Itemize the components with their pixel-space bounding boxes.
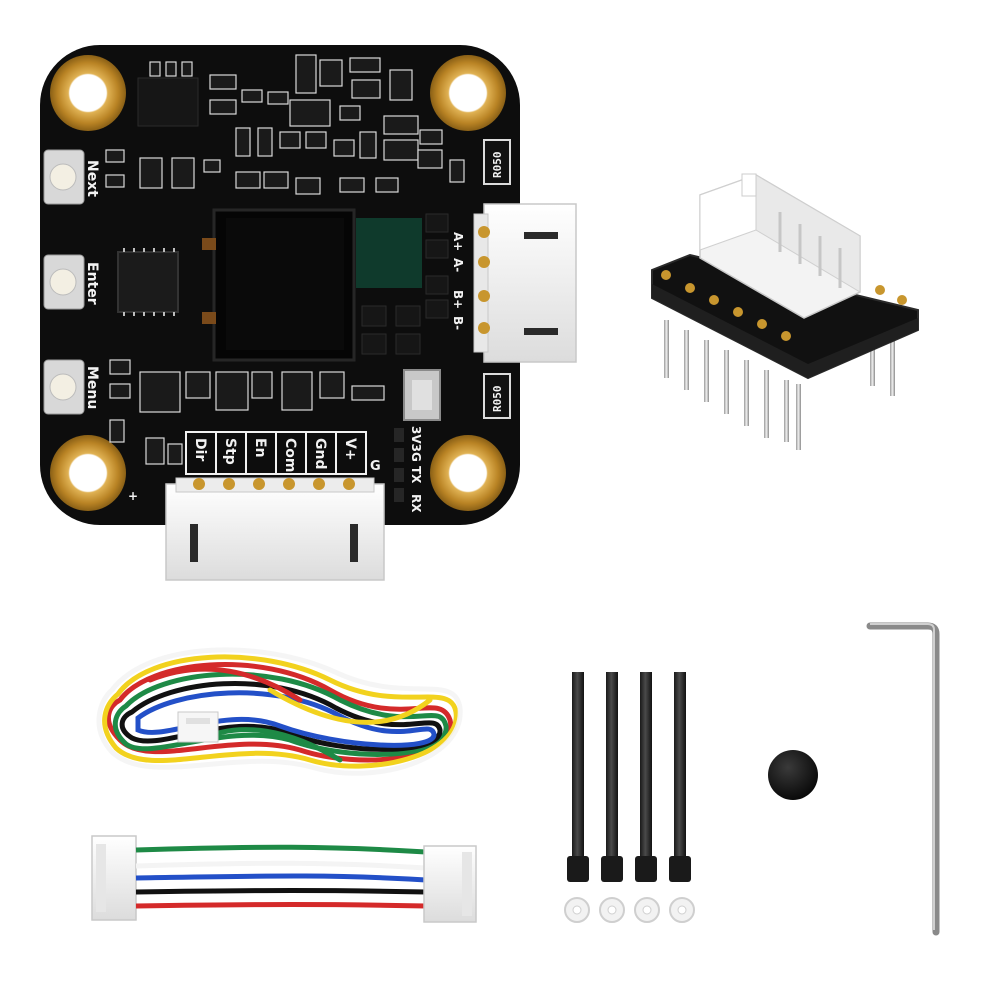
cable-bundle [96,647,463,776]
display-flex-left-bottom [202,312,216,324]
smd-lower-cluster [109,359,385,465]
mounting-hole-bottom-right [430,435,506,511]
uart-label-rx: RX [409,494,423,513]
next-button-label: Next [84,160,100,197]
washers [564,897,695,923]
next-button[interactable] [43,149,85,205]
current-sense-resistor-top [483,139,511,185]
menu-button[interactable] [43,359,85,415]
control-pin-labels [185,431,367,475]
screw-3 [635,672,657,882]
menu-button-label: Menu [84,366,100,409]
mosfet-array [361,213,449,355]
smd-component-cluster [105,54,465,195]
adapter-white-connector [699,173,861,319]
uart-label-tx: TX [409,466,423,484]
control-connector [165,477,385,581]
marking-g: G [370,459,381,474]
stepper-driver-board: R050 A+ A- B+ B- [40,45,577,581]
pin-label-gnd: Gnd [312,438,328,469]
resistor-label-bottom: R050 [491,386,504,413]
uart-label-3v3: 3V3 [409,426,423,452]
pin-label-en: En [252,438,268,458]
current-sense-resistor-bottom [483,373,511,419]
display-flex-left-top [202,238,216,250]
driver-ic [356,218,422,288]
marking-plus: + [128,489,138,503]
screws [567,672,691,882]
microcontroller-chip [117,251,179,313]
uart-label-g: G [409,452,423,462]
adapter-pcb-edge [652,284,918,378]
hex-key [866,622,940,936]
motor-label-a-plus: A+ [451,232,465,251]
pin-label-com: Com [282,438,298,472]
motor-label-b-minus: B- [451,316,465,330]
pin-label-vplus: V+ [342,438,358,461]
adapter-pins [664,320,895,450]
mounting-hole-bottom-left [50,435,126,511]
pin-label-dir: Dir [192,438,208,461]
crystal-top [412,380,432,410]
magnet-disc [768,750,818,800]
uart-pads [394,428,404,502]
enter-button-label: Enter [84,262,100,305]
ic-top-left [137,77,199,127]
display-glass [226,218,344,350]
mcu-pins [123,248,175,316]
screw-4 [669,672,691,882]
motor-label-b-plus: B+ [451,290,465,309]
adapter-gold-pins-top [661,270,907,341]
pin-label-stp: Stp [222,438,238,465]
screw-2 [601,672,623,882]
pin-header-adapter [651,173,919,450]
cable-bundle-connector [177,711,219,743]
motor-label-a-minus: A- [451,258,465,272]
mounting-hole-top-left [50,55,126,131]
enter-button[interactable] [43,254,85,310]
screw-1 [567,672,589,882]
motor-connector [473,203,577,363]
mounting-hole-top-right [430,55,506,131]
resistor-label-top: R050 [491,152,504,179]
short-cable [91,835,477,923]
